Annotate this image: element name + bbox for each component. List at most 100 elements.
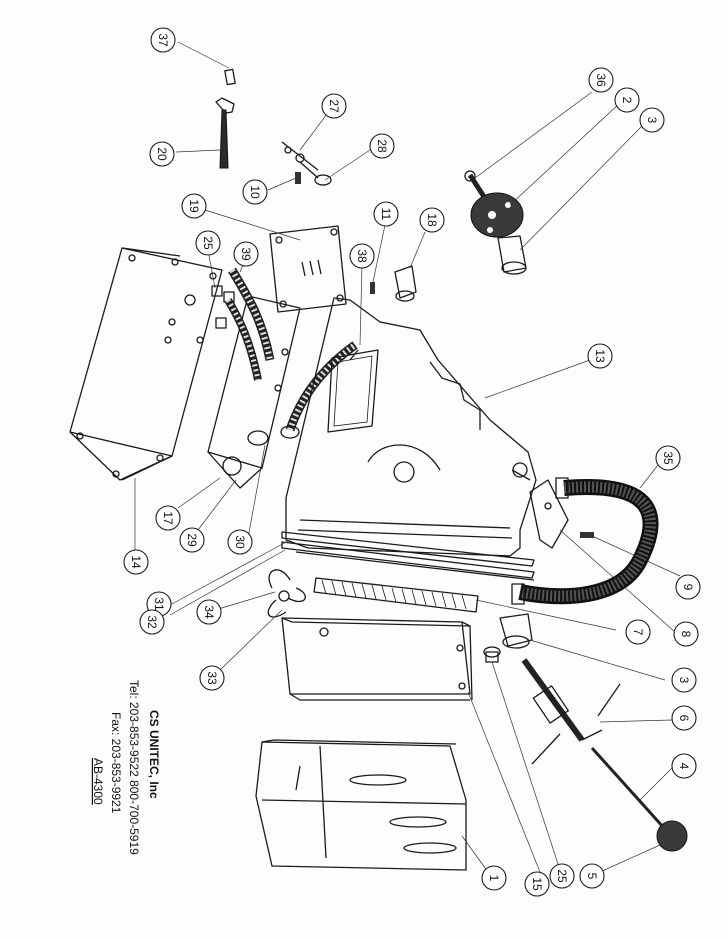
callout-label: 4: [677, 763, 691, 770]
callout-label: 30: [233, 535, 247, 549]
callout-circle: [675, 574, 701, 600]
part-2-handwheel: [470, 192, 524, 238]
callout-circle: [671, 753, 697, 779]
part-19-cover-plate: [269, 225, 347, 313]
callout-6: 6: [671, 705, 697, 731]
callout-label: 6: [677, 715, 691, 722]
callout-circle: [419, 207, 445, 233]
callout-label: 29: [185, 533, 199, 547]
callout-circle: [195, 230, 221, 256]
part-39-hose: [224, 267, 275, 381]
callout-circle: [549, 863, 575, 889]
callout-circle: [139, 609, 165, 635]
callout-circle: [369, 133, 395, 159]
callout-circle: [181, 193, 207, 219]
callout-32: 32: [139, 609, 165, 635]
callout-label: 27: [327, 99, 341, 113]
callout-label: 25: [201, 236, 215, 250]
model-number: AB-4300: [91, 758, 105, 805]
callout-label: 38: [355, 249, 369, 263]
callout-29: 29: [179, 527, 205, 553]
callout-circle: [123, 549, 149, 575]
callout-38: 38: [349, 243, 375, 269]
callout-10: 10: [242, 179, 268, 205]
callout-label: 15: [530, 877, 544, 891]
callout-label: 8: [679, 631, 693, 638]
part-8-bracket: [529, 479, 569, 549]
part-1-tray: [255, 739, 467, 871]
callout-label: 9: [681, 584, 695, 591]
callout-circle: [588, 67, 614, 93]
callout-circle: [196, 599, 222, 625]
callout-9: 9: [675, 574, 701, 600]
part-7-rack: [313, 577, 479, 613]
part-27-lever: [281, 141, 319, 171]
part-34-fan: [267, 569, 306, 618]
callout-circle: [155, 505, 181, 531]
callout-36: 36: [588, 67, 614, 93]
callout-7: 7: [625, 619, 651, 645]
callout-label: 36: [594, 73, 608, 87]
callout-label: 19: [187, 199, 201, 213]
part-3-bushing-lower: [499, 613, 533, 649]
callout-34: 34: [196, 599, 222, 625]
callout-circle: [481, 865, 507, 891]
part-31-32-rails: [281, 531, 535, 581]
callout-circle: [149, 141, 175, 167]
callout-circle: [233, 241, 259, 267]
callout-label: 18: [425, 213, 439, 227]
part-3-bushing-top: [497, 235, 527, 275]
callout-layer: 37 20 27 28 10 36 2 3 19 11 18 25 39 38 13 35 9 17 29 30 1 4 3…: [123, 27, 701, 897]
callout-19: 19: [181, 193, 207, 219]
callout-33: 33: [199, 665, 225, 691]
callout-circle: [671, 667, 697, 693]
callout-label: 25: [555, 869, 569, 883]
company-info-block: CS UNITEC, Inc: [147, 710, 161, 799]
callout-1: 1: [481, 865, 507, 891]
company-phone: Tel: 203-853-9522 800-700-5919: [127, 680, 141, 855]
callout-label: 28: [375, 139, 389, 153]
part-17-valve-block: [207, 295, 301, 489]
part-18-fitting: [394, 265, 417, 302]
callout-label: 37: [156, 33, 170, 47]
callout-30: 30: [227, 529, 253, 555]
callout-circle: [321, 93, 347, 119]
part-11-screw: [370, 282, 375, 294]
part-5-knob: [656, 820, 688, 852]
callout-circle: [373, 201, 399, 227]
callout-label: 20: [155, 147, 169, 161]
callout-label: 31: [152, 597, 166, 611]
callout-circle: [199, 665, 225, 691]
callout-15: 15: [524, 871, 550, 897]
callout-circle: [625, 619, 651, 645]
callout-17: 17: [155, 505, 181, 531]
callout-circle: [349, 243, 375, 269]
callout-circle: [639, 107, 665, 133]
callout-35: 35: [655, 445, 681, 471]
callout-label: 1: [487, 875, 501, 882]
callout-20: 20: [149, 141, 175, 167]
callout-label: 17: [161, 511, 175, 525]
callout-label: 2: [620, 97, 634, 104]
callout-circle: [673, 621, 699, 647]
part-25-fitting-lower: [483, 646, 501, 663]
part-9-screw: [580, 532, 594, 538]
callout-label: 7: [631, 629, 645, 636]
part-25-fittings: [211, 285, 235, 329]
callout-label: 11: [379, 208, 393, 221]
callout-label: 32: [145, 615, 159, 629]
callout-37: 37: [150, 27, 176, 53]
part-37-screw: [224, 68, 236, 86]
callout-label: 3: [645, 117, 659, 124]
callout-label: 34: [202, 605, 216, 619]
callout-27: 27: [321, 93, 347, 119]
callout-label: 13: [593, 349, 607, 363]
callout-circle: [227, 529, 253, 555]
callout-28: 28: [369, 133, 395, 159]
callout-11: 11: [373, 201, 399, 227]
callout-label: 39: [239, 247, 253, 261]
callout-label: 10: [248, 185, 262, 199]
callout-label: 35: [661, 451, 675, 465]
callout-5: 5: [579, 863, 605, 889]
